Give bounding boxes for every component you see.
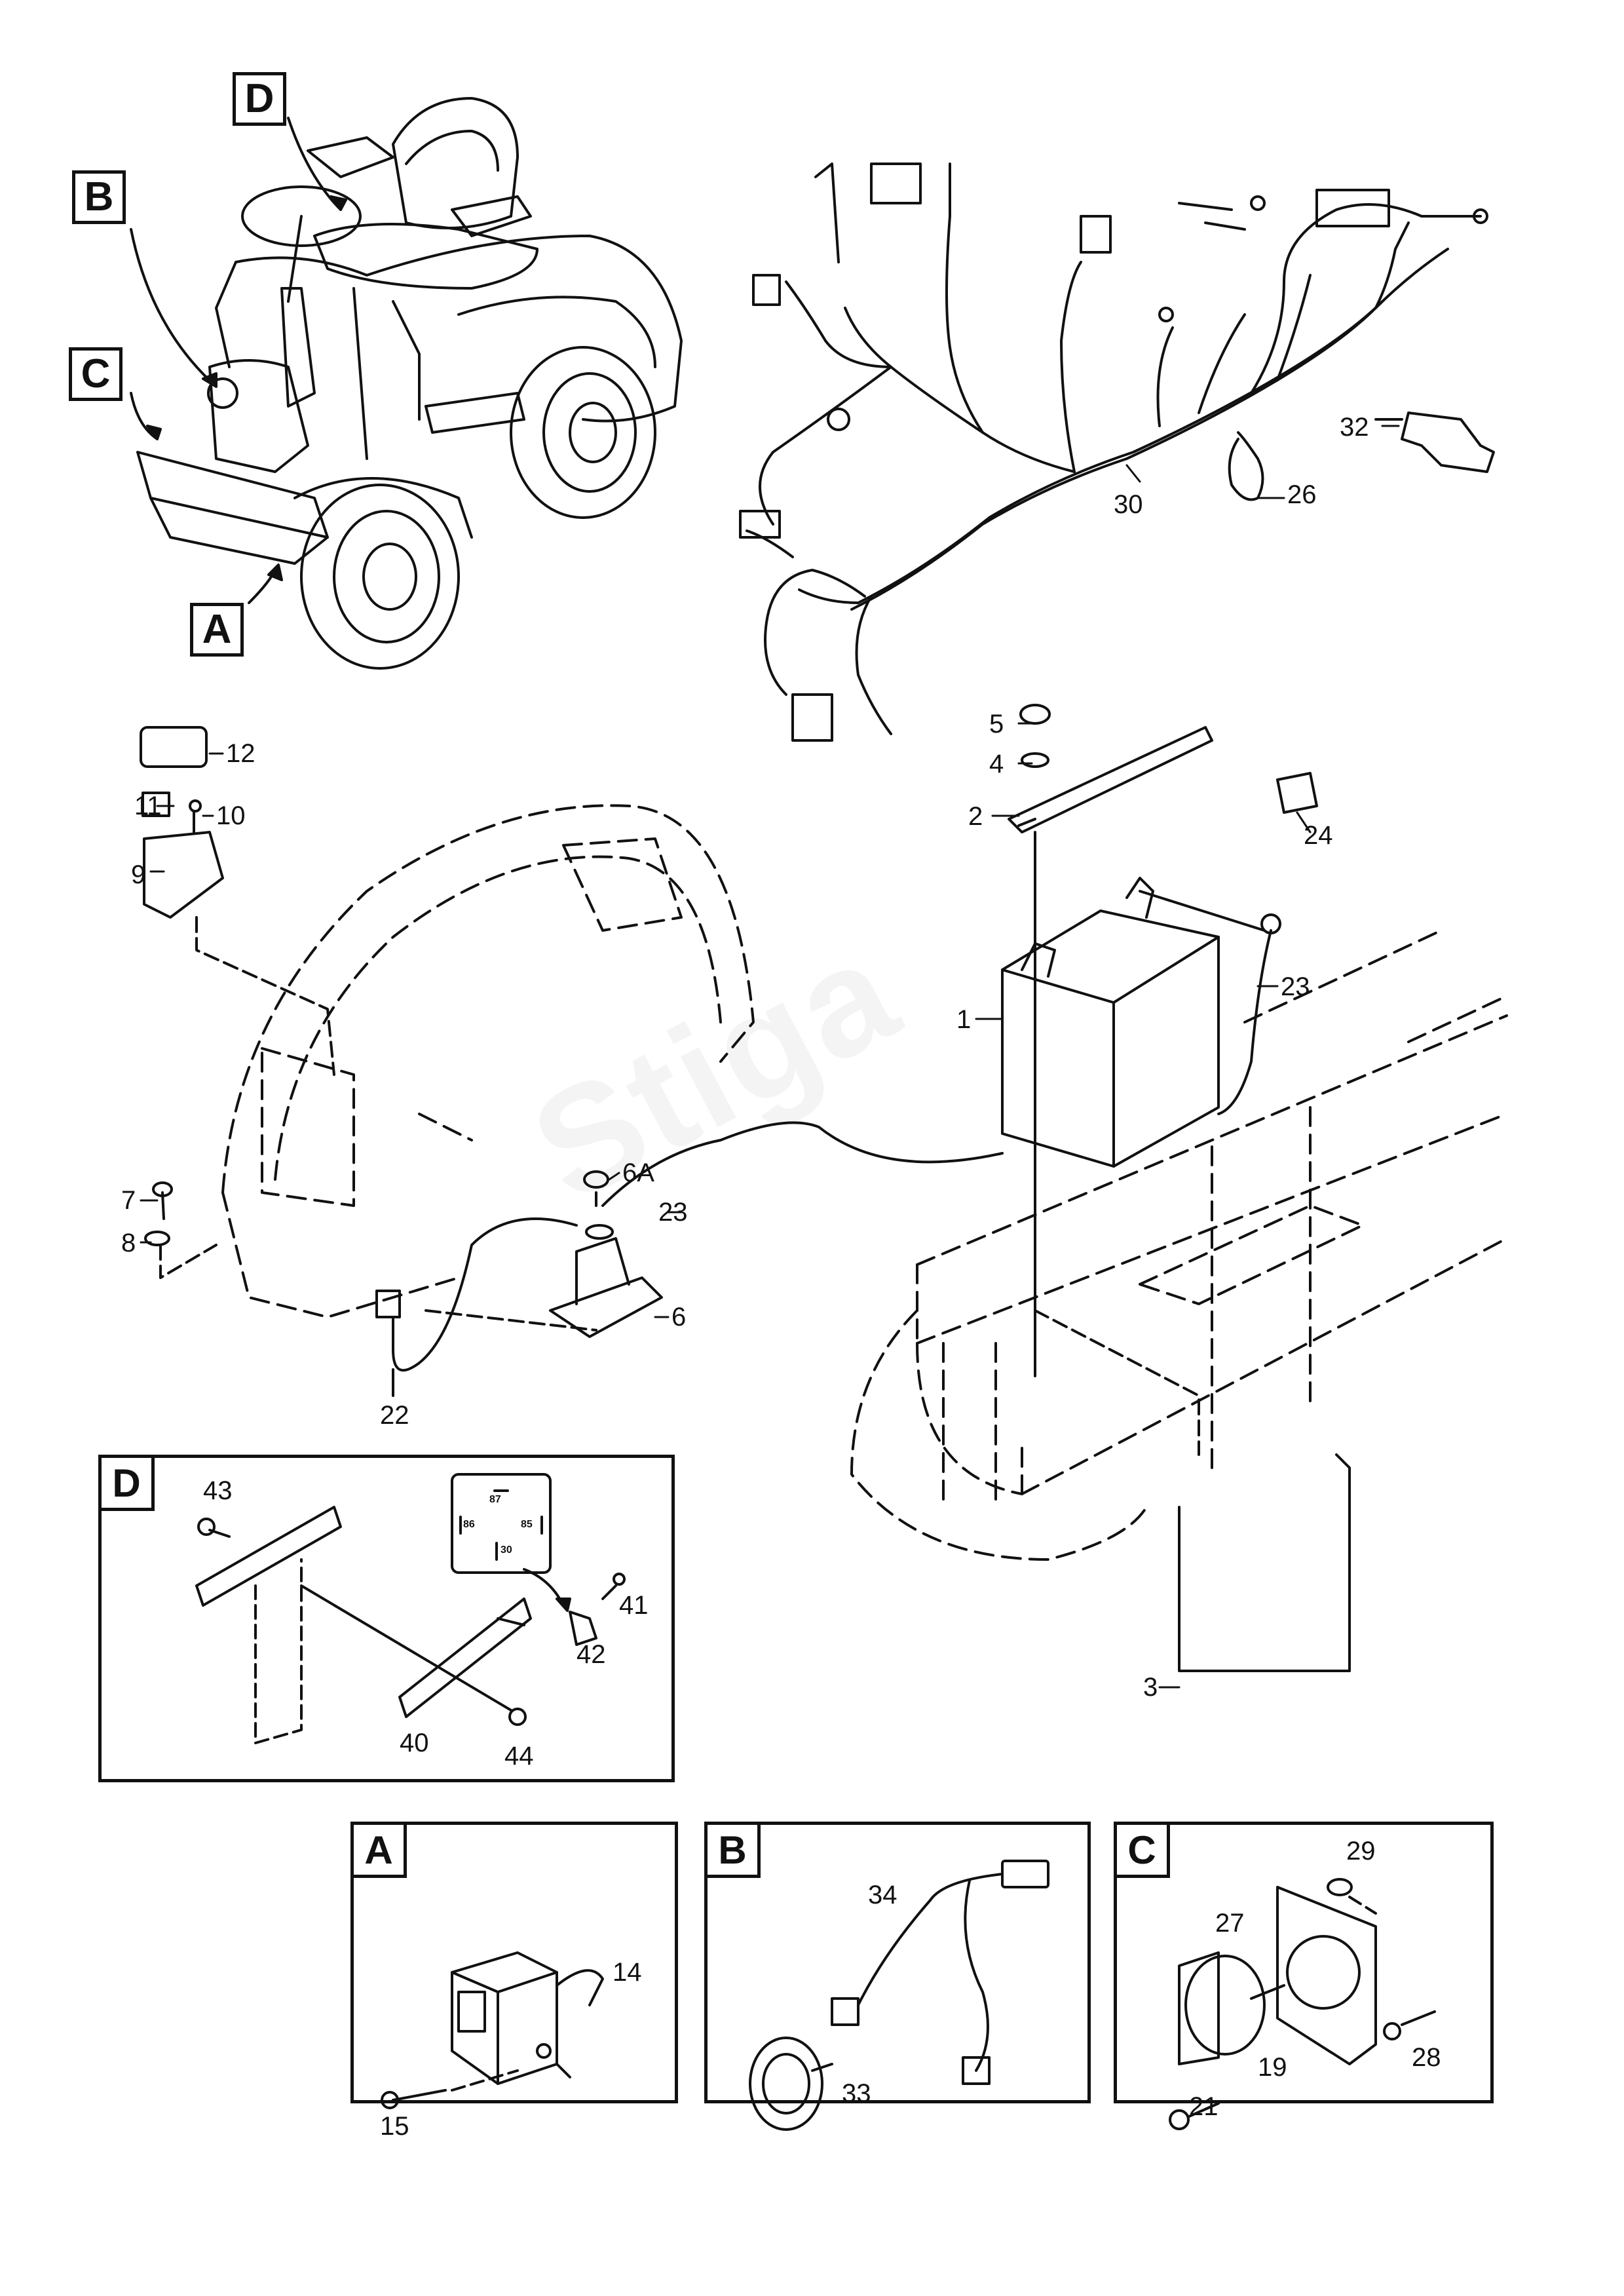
label-14: 14	[613, 1958, 642, 1987]
inset-a-tag: A	[350, 1822, 407, 1878]
label-15: 15	[380, 2112, 409, 2141]
label-21: 21	[1189, 2092, 1218, 2121]
inset-c-drawing	[1169, 1878, 1436, 2130]
inset-c: C	[1114, 1822, 1494, 2103]
part-11-fuse	[142, 792, 170, 817]
label-4: 4	[989, 750, 1004, 778]
callout-a-letter: A	[202, 607, 232, 652]
label-10: 10	[216, 801, 246, 830]
label-22: 22	[380, 1401, 409, 1430]
label-34: 34	[868, 1881, 897, 1909]
label-42: 42	[576, 1640, 606, 1669]
part-9-holder	[143, 831, 224, 919]
label-6a: 6A	[622, 1158, 654, 1187]
label-27: 27	[1215, 1909, 1245, 1938]
label-40: 40	[400, 1729, 429, 1757]
battery-strap	[1008, 726, 1213, 833]
label-33: 33	[842, 2079, 871, 2108]
part-12-cap	[140, 726, 208, 768]
inset-b: B	[704, 1822, 1091, 2103]
label-19: 19	[1258, 2053, 1287, 2082]
part-32-bracket	[1401, 411, 1495, 473]
callout-d-letter: D	[244, 76, 274, 121]
label-44: 44	[504, 1742, 534, 1770]
label-23-battery: 23	[1281, 972, 1310, 1001]
callout-b: B	[72, 170, 126, 224]
inset-a: A	[350, 1822, 678, 2103]
relay-pin-85: 85	[521, 1519, 533, 1530]
wiring-harness-30	[739, 163, 1488, 742]
relay-pin-30: 30	[500, 1544, 512, 1556]
relay-diagram	[451, 1473, 552, 1574]
battery	[1001, 909, 1220, 1168]
callout-c: C	[69, 347, 123, 401]
label-29: 29	[1346, 1837, 1376, 1866]
callout-c-letter: C	[81, 351, 111, 396]
part-26-cable-tie	[1228, 431, 1264, 501]
relay-pin-86: 86	[463, 1519, 475, 1530]
label-32: 32	[1340, 413, 1369, 442]
label-30: 30	[1114, 490, 1143, 519]
relay-pin-87: 87	[489, 1494, 501, 1505]
inset-d-drawing	[195, 1473, 626, 1744]
label-26: 26	[1287, 480, 1317, 509]
callout-a: A	[190, 603, 244, 657]
label-9: 9	[131, 860, 146, 889]
label-5: 5	[989, 710, 1004, 738]
inset-c-tag: C	[1114, 1822, 1170, 1878]
label-7: 7	[121, 1186, 136, 1215]
label-12: 12	[226, 739, 255, 768]
solenoid	[549, 1276, 663, 1338]
inset-b-tag: B	[704, 1822, 761, 1878]
inset-d: D	[98, 1455, 675, 1782]
tractor-illustration	[136, 97, 683, 670]
label-1: 1	[956, 1005, 972, 1034]
callout-d: D	[233, 72, 286, 126]
label-24: 24	[1304, 821, 1333, 850]
label-41: 41	[619, 1591, 649, 1620]
label-28: 28	[1412, 2043, 1441, 2072]
label-8: 8	[121, 1229, 136, 1257]
label-3: 3	[1143, 1673, 1158, 1702]
label-2: 2	[968, 802, 983, 831]
inset-b-drawing	[749, 1860, 1049, 2131]
label-6: 6	[671, 1303, 687, 1331]
label-23-solenoid: 23	[658, 1198, 688, 1227]
callout-b-letter: B	[84, 174, 114, 220]
label-43: 43	[203, 1476, 233, 1505]
label-11: 11	[134, 792, 162, 820]
inset-a-drawing	[381, 1951, 604, 2109]
callout-leaders	[130, 117, 347, 604]
inset-d-tag: D	[98, 1455, 155, 1511]
